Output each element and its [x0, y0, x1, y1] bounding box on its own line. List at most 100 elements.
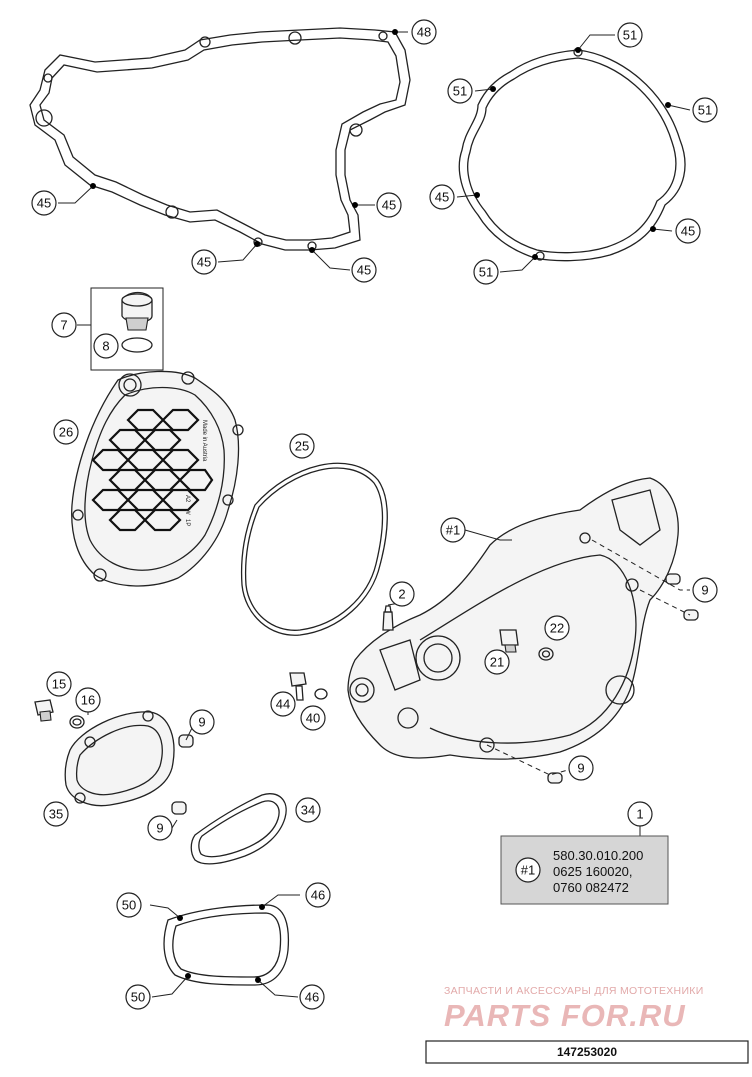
callout-2[interactable]: 2 — [389, 581, 415, 607]
callout-ref-1[interactable]: #1 — [440, 517, 466, 543]
callout-label: 45 — [435, 190, 449, 205]
callout-label: 45 — [382, 198, 396, 213]
stamp-1p: 1P — [184, 519, 190, 526]
crankcase-half — [347, 477, 679, 760]
callout-1[interactable]: 1 — [627, 801, 653, 827]
watermark: ЗАПЧАСТИ И АКСЕССУАРЫ ДЛЯ МОТОТЕХНИКИ PA… — [444, 985, 704, 1033]
part-legend: #1 580.30.010.200 0625 160020, 0760 0824… — [500, 835, 669, 905]
callout-9[interactable]: 9 — [189, 709, 215, 735]
callout-label: 22 — [550, 621, 564, 636]
callout-label: 51 — [479, 265, 493, 280]
stamp-w: W — [184, 509, 190, 515]
watermark-brand: PARTS FOR.RU — [444, 998, 686, 1033]
callout-label: 51 — [623, 28, 637, 43]
callout-51[interactable]: 51 — [692, 97, 718, 123]
callout-label: 48 — [417, 25, 431, 40]
callout-label: 45 — [681, 224, 695, 239]
callout-40[interactable]: 40 — [300, 705, 326, 731]
callout-48[interactable]: 48 — [411, 19, 437, 45]
clutch-cover: Made in Austria A2 W 1P — [71, 370, 244, 587]
callout-label: 40 — [306, 711, 320, 726]
callout-7[interactable]: 7 — [51, 312, 77, 338]
callout-label: 25 — [295, 439, 309, 454]
callout-26[interactable]: 26 — [53, 419, 79, 445]
callout-34[interactable]: 34 — [295, 797, 321, 823]
leader-lines — [58, 31, 691, 998]
callout-50[interactable]: 50 — [125, 984, 151, 1010]
callout-46[interactable]: 46 — [299, 984, 325, 1010]
breather-fitting — [382, 605, 394, 631]
callout-label: 21 — [490, 655, 504, 670]
callout-15[interactable]: 15 — [46, 671, 72, 697]
callout-51[interactable]: 51 — [447, 78, 473, 104]
callout-45[interactable]: 45 — [31, 190, 57, 216]
callout-label: 34 — [301, 803, 315, 818]
callout-label: 9 — [198, 715, 205, 730]
callout-9[interactable]: 9 — [692, 577, 718, 603]
callout-label: 16 — [81, 693, 95, 708]
callout-label: 8 — [102, 339, 109, 354]
diagram-code: 147253020 — [557, 1045, 617, 1059]
callout-label: 7 — [60, 318, 67, 333]
callout-50[interactable]: 50 — [116, 892, 142, 918]
callout-35[interactable]: 35 — [43, 801, 69, 827]
callout-label: 51 — [453, 84, 467, 99]
callout-9[interactable]: 9 — [147, 815, 173, 841]
callout-label: 15 — [52, 677, 66, 692]
legend-ref: #1 — [521, 863, 535, 878]
callout-8[interactable]: 8 — [93, 333, 119, 359]
callout-label: 9 — [577, 761, 584, 776]
callout-label: 9 — [701, 583, 708, 598]
sensor-and-washer — [499, 629, 554, 661]
callout-46[interactable]: 46 — [305, 882, 331, 908]
water-pump-cover — [64, 710, 175, 807]
cover-oring — [240, 462, 388, 636]
callout-label: 35 — [49, 807, 63, 822]
callouts: 48 45 45 45 45 51 51 51 45 45 51 7 8 26 … — [31, 19, 718, 1010]
dowel-pins — [171, 573, 699, 815]
callout-25[interactable]: 25 — [289, 433, 315, 459]
bolt-and-washer — [289, 672, 328, 701]
callout-label: 2 — [398, 587, 405, 602]
callout-dots — [90, 29, 671, 983]
legend-line-1: 580.30.010.200 — [553, 848, 643, 863]
callout-label: 50 — [122, 898, 136, 913]
drain-plug-and-seal — [34, 699, 85, 729]
callout-44[interactable]: 44 — [270, 691, 296, 717]
callout-label: 45 — [197, 255, 211, 270]
watermark-tagline: ЗАПЧАСТИ И АКСЕССУАРЫ ДЛЯ МОТОТЕХНИКИ — [444, 985, 704, 997]
callout-label: 9 — [156, 821, 163, 836]
oil-plug-group — [90, 287, 164, 371]
callout-label: 44 — [276, 697, 290, 712]
callout-label: 46 — [311, 888, 325, 903]
crankcase-gasket — [29, 27, 411, 251]
callout-51[interactable]: 51 — [473, 259, 499, 285]
callout-16[interactable]: 16 — [75, 687, 101, 713]
callout-label: 1 — [636, 807, 643, 822]
callout-label: 26 — [59, 425, 73, 440]
callout-label: #1 — [446, 523, 460, 538]
footer: 147253020 — [425, 1040, 749, 1064]
callout-45[interactable]: 45 — [675, 218, 701, 244]
water-pump-gasket — [190, 793, 287, 865]
stamp-made-in: Made in Austria — [201, 420, 207, 462]
callout-label: 45 — [37, 196, 51, 211]
callout-21[interactable]: 21 — [484, 649, 510, 675]
legend-line-2: 0625 160020, — [553, 864, 633, 879]
callout-45[interactable]: 45 — [429, 184, 455, 210]
cover-honeycomb-pattern — [91, 408, 214, 532]
legend-line-3: 0760 082472 — [553, 880, 629, 895]
callout-label: 45 — [357, 263, 371, 278]
callout-51[interactable]: 51 — [617, 22, 643, 48]
callout-45[interactable]: 45 — [191, 249, 217, 275]
callout-label: 46 — [305, 990, 319, 1005]
callout-9[interactable]: 9 — [568, 755, 594, 781]
callout-label: 50 — [131, 990, 145, 1005]
bottom-gasket — [163, 904, 290, 986]
callout-45[interactable]: 45 — [351, 257, 377, 283]
callout-label: 51 — [698, 103, 712, 118]
callout-22[interactable]: 22 — [544, 615, 570, 641]
stamp-a2: A2 — [184, 495, 190, 503]
callout-45[interactable]: 45 — [376, 192, 402, 218]
